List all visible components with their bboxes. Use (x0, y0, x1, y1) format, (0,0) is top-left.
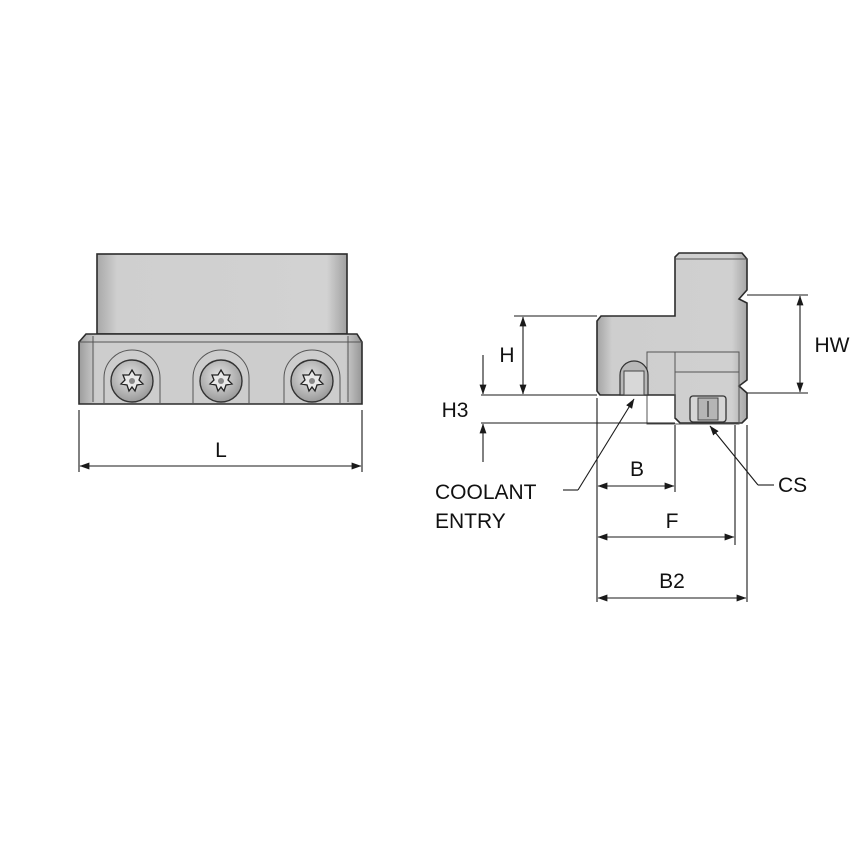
screw-middle (192, 349, 250, 404)
label-hw: HW (815, 334, 850, 357)
dimension-b: B (597, 458, 675, 490)
dimension-f: F (597, 510, 735, 541)
screw-right (283, 349, 341, 404)
label-cs: CS (778, 474, 807, 497)
dimension-hw: HW (747, 294, 850, 394)
dimension-b2: B2 (597, 570, 747, 602)
label-b: B (630, 458, 644, 481)
dimension-h3: H3 (442, 355, 675, 462)
label-coolant-line2: ENTRY (435, 510, 506, 533)
dimension-h: H (481, 315, 597, 396)
label-coolant-line1: COOLANT (435, 481, 537, 504)
label-f: F (666, 510, 679, 533)
label-l: L (215, 439, 227, 462)
label-h3: H3 (442, 399, 469, 422)
coolant-screw-callout: CS (709, 425, 807, 497)
label-h: H (499, 344, 514, 367)
front-view: L (78, 253, 363, 472)
dimension-l: L (78, 410, 363, 472)
screw-left (103, 349, 161, 404)
coolant-entry-callout: COOLANT ENTRY (435, 398, 635, 533)
label-b2: B2 (659, 570, 685, 593)
side-view: H H3 HW B F (435, 252, 850, 602)
front-view-top-block (96, 253, 348, 335)
